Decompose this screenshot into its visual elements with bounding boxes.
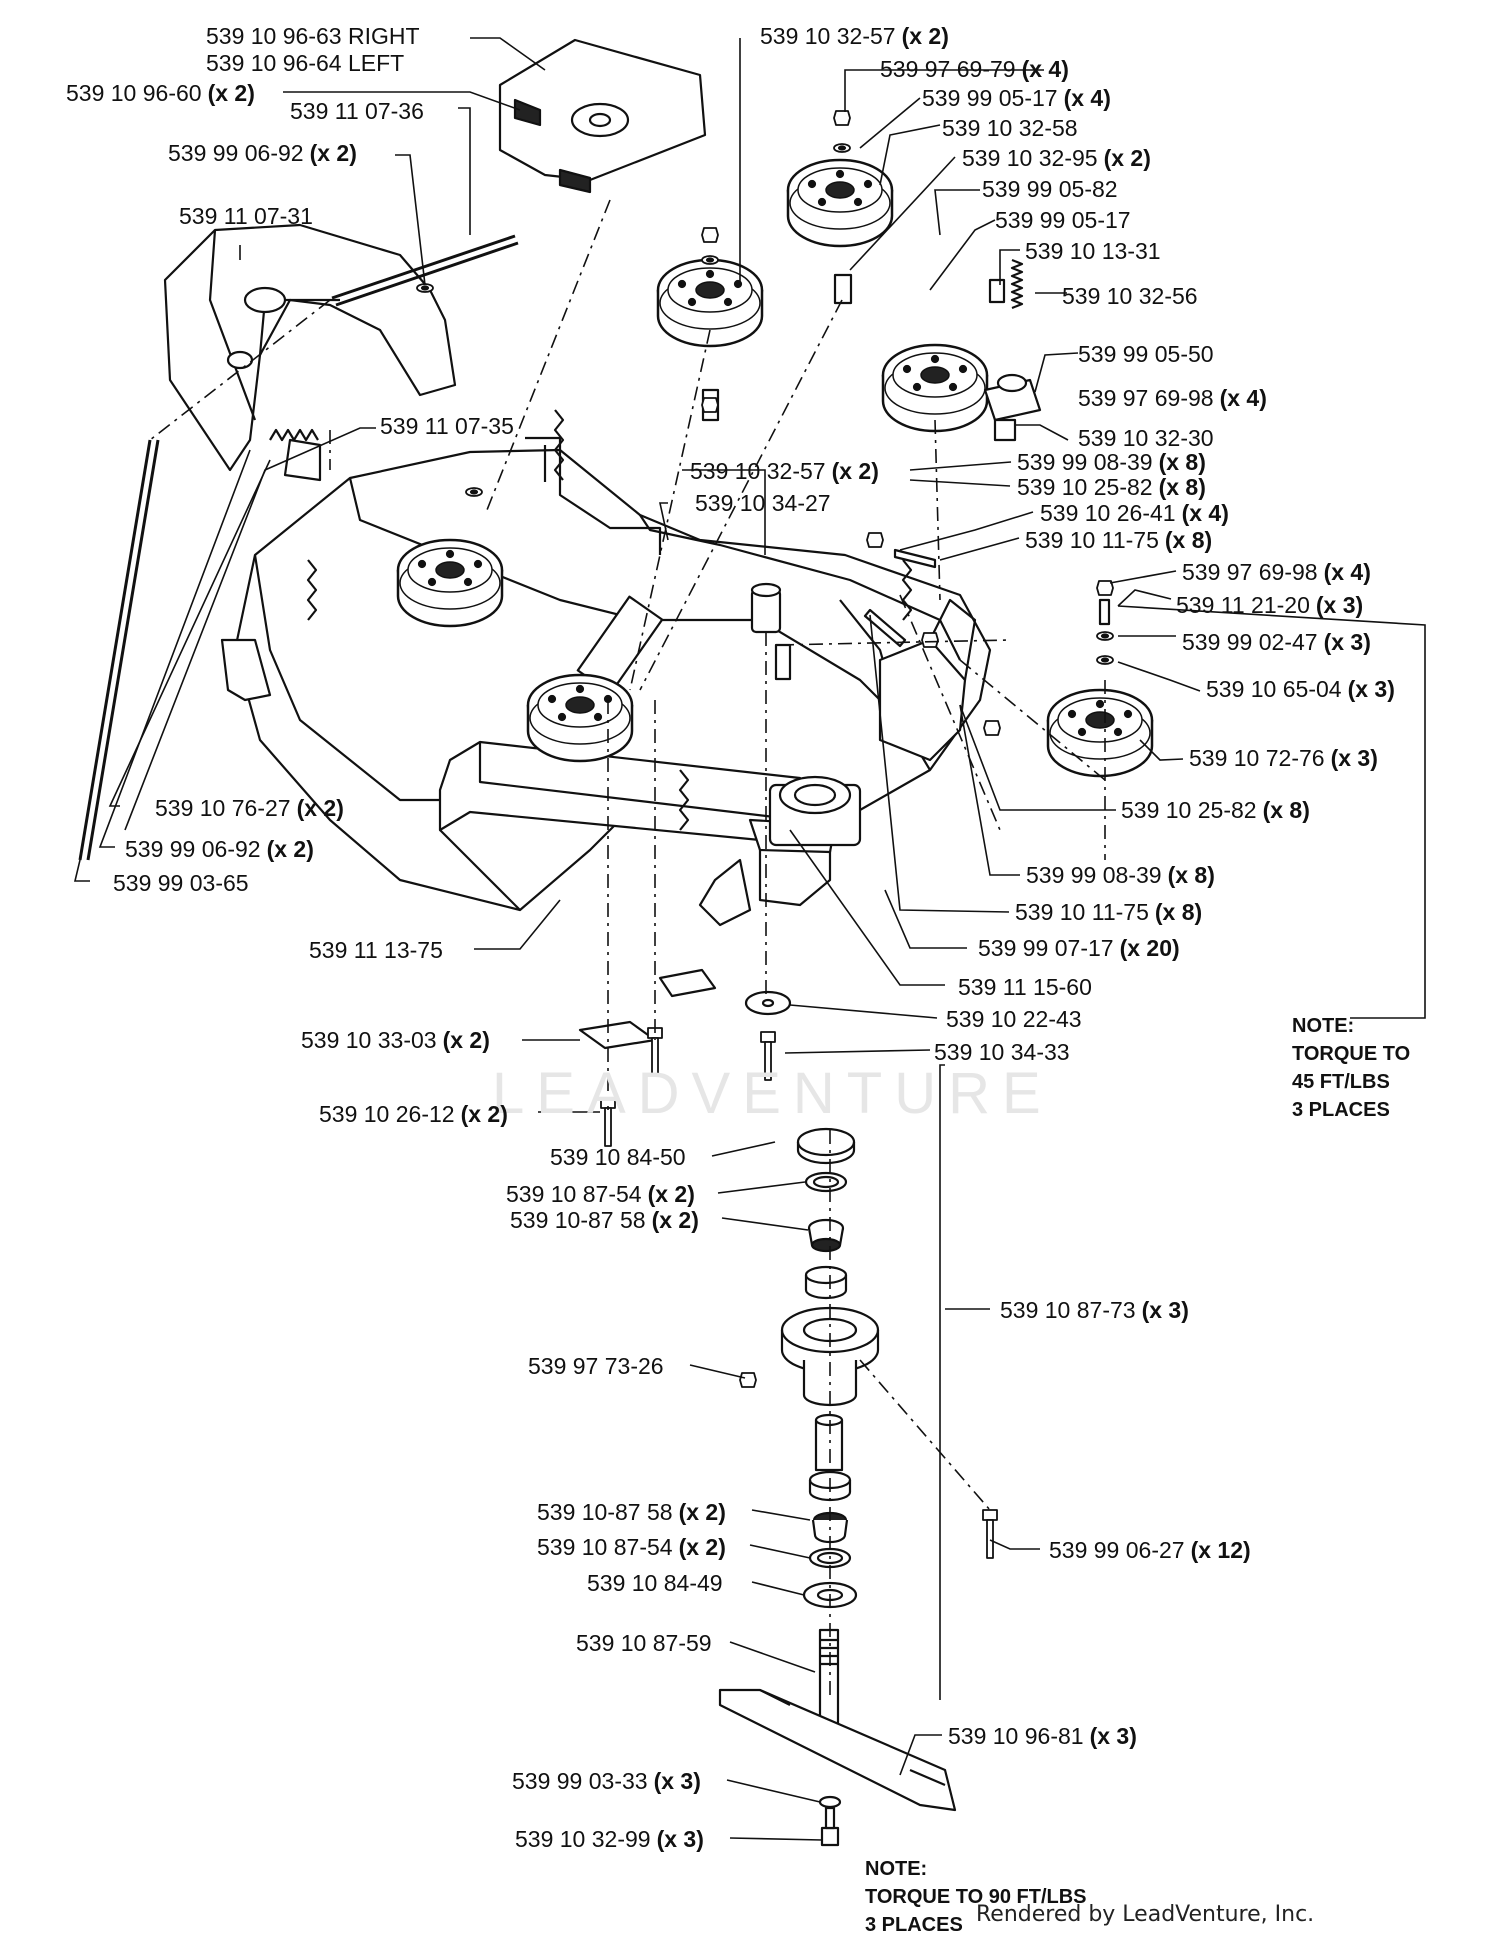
part-label-chute-spring: 539 11 07-35 — [380, 413, 514, 439]
part-label-chain-26-41: 539 10 26-41(x 4) — [1040, 500, 1229, 526]
part-label-shaft-87-59: 539 10 87-59 — [576, 1630, 712, 1656]
part-label-washer-top: 539 99 05-17(x 4) — [922, 85, 1111, 111]
part-label-nut-08-39: 539 99 08-39(x 8) — [1017, 449, 1206, 475]
part-label-cover-clip: 539 10 96-60(x 2) — [66, 80, 255, 106]
part-label-spacer-32-95: 539 10 32-95(x 2) — [962, 145, 1151, 171]
part-label-spring-76-27: 539 10 76-27(x 2) — [155, 795, 344, 821]
part-label-bolt-34-33: 539 10 34-33 — [934, 1039, 1070, 1065]
part-label-washer-06-92-lower: 539 99 06-92(x 2) — [125, 836, 314, 862]
part-label-spacer-34-27: 539 10 34-27 — [695, 490, 831, 516]
part-label-idler-arm: 539 10 32-30 — [1078, 425, 1214, 451]
part-label-bolt-32-99: 539 10 32-99(x 3) — [515, 1826, 704, 1852]
part-label-cover-left: 539 10 96-64 LEFT — [206, 50, 405, 76]
part-label-bolt-21-20: 539 11 21-20(x 3) — [1176, 592, 1364, 618]
part-label-cap-84-50: 539 10 84-50 — [550, 1144, 686, 1170]
part-label-bolt-07-17: 539 99 07-17(x 20) — [978, 935, 1180, 961]
part-label-nut-08-39-right: 539 99 08-39(x 8) — [1026, 862, 1215, 888]
part-label-grease-fitting: 539 97 73-26 — [528, 1353, 664, 1379]
part-label-washer-05-17: 539 99 05-17 — [995, 207, 1131, 233]
part-label-bolt-06-27: 539 99 06-27(x 12) — [1049, 1537, 1251, 1563]
part-label-washer-02-47: 539 99 02-47(x 3) — [1182, 629, 1371, 655]
part-label-washer-22-43: 539 10 22-43 — [946, 1006, 1082, 1032]
note-blade-torque: NOTE: TORQUE TO 90 FT/LBS 3 PLACES — [865, 1858, 1087, 1934]
part-label-nut-69-98: 539 97 69-98(x 4) — [1078, 385, 1267, 411]
part-label-tie-rod-03-65: 539 99 03-65 — [113, 870, 249, 896]
part-label-chute-rod: 539 11 07-36 — [290, 98, 424, 124]
part-label-spacer-65-04: 539 10 65-04(x 3) — [1206, 676, 1395, 702]
part-label-bearing-87-58-lower: 539 10-87 58(x 2) — [537, 1499, 726, 1525]
part-label-pulley-72-76: 539 10 72-76(x 3) — [1189, 745, 1378, 771]
part-label-deck-13-75: 539 11 13-75 — [309, 937, 443, 963]
part-label-plate-33-03: 539 10 33-03(x 2) — [301, 1027, 490, 1053]
part-label-bolt-11-75: 539 10 11-75(x 8) — [1025, 527, 1213, 553]
part-label-bolt-11-75-right: 539 10 11-75(x 8) — [1015, 899, 1203, 925]
part-label-cover-right: 539 10 96-63 RIGHT — [206, 23, 420, 49]
note-spindle-torque: NOTE: TORQUE TO 45 FT/LBS 3 PLACES — [1292, 1015, 1411, 1121]
part-label-nut-69-98-right: 539 97 69-98(x 4) — [1182, 559, 1371, 585]
part-label-idler-pulley-lower: 539 10 32-57(x 2) — [690, 458, 879, 484]
render-credit: Rendered by LeadVenture, Inc. — [976, 1902, 1315, 1927]
part-label-idler-pulley-top: 539 10 32-57(x 2) — [760, 23, 949, 49]
part-label-nut-top: 539 97 69-79(x 4) — [880, 56, 1069, 82]
part-label-discharge-chute: 539 11 07-31 — [179, 203, 313, 229]
part-label-chute-washer: 539 99 06-92(x 2) — [168, 140, 357, 166]
part-label-seal-87-54-upper: 539 10 87-54(x 2) — [506, 1181, 695, 1207]
part-label-seal-87-54-lower: 539 10 87-54(x 2) — [537, 1534, 726, 1560]
part-label-bolt-13-31: 539 10 13-31 — [1025, 238, 1161, 264]
part-label-blade-96-81: 539 10 96-81(x 3) — [948, 1723, 1137, 1749]
part-label-bearing-87-58-upper: 539 10-87 58(x 2) — [510, 1207, 699, 1233]
part-label-washer-05-50: 539 99 05-50 — [1078, 341, 1214, 367]
part-label-decal-15-60: 539 11 15-60 — [958, 974, 1092, 1000]
part-label-bolt-05-82: 539 99 05-82 — [982, 176, 1118, 202]
part-label-washer-25-82-right: 539 10 25-82(x 8) — [1121, 797, 1310, 823]
part-label-spindle-87-73: 539 10 87-73(x 3) — [1000, 1297, 1189, 1323]
part-label-spring-32-56: 539 10 32-56 — [1062, 283, 1198, 309]
watermark: LEADVENTURE — [492, 1061, 1053, 1126]
part-label-pulley-32-58: 539 10 32-58 — [942, 115, 1078, 141]
part-label-washer-03-33: 539 99 03-33(x 3) — [512, 1768, 701, 1794]
part-label-washer-25-82: 539 10 25-82(x 8) — [1017, 474, 1206, 500]
part-label-bolt-26-12: 539 10 26-12(x 2) — [319, 1101, 508, 1127]
part-label-cap-84-49: 539 10 84-49 — [587, 1570, 723, 1596]
